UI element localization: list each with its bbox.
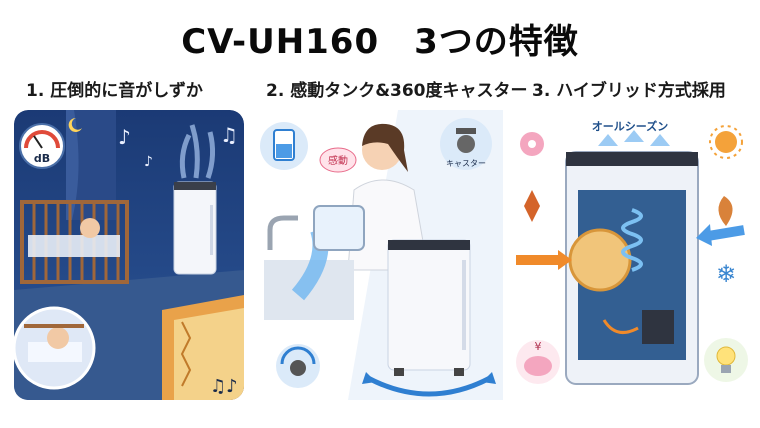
decibel-gauge-icon: dB <box>19 123 65 169</box>
feature-1-label: 1. 圧倒的に音がしずか <box>26 81 203 101</box>
sleeping-baby-inset <box>14 306 96 390</box>
all-season-banner: オールシーズン <box>592 119 668 133</box>
caster-wheel-icon: キャスター <box>440 118 492 170</box>
water-tank-icon <box>260 122 308 170</box>
dehumidifier-unit <box>387 239 471 376</box>
gauge-unit-label: dB <box>34 152 50 165</box>
crib <box>20 200 129 284</box>
autumn-leaf-icon <box>524 190 540 222</box>
snowflake-icon: ❄ <box>716 260 736 288</box>
feature-3-label: 3. ハイブリッド方式採用 <box>532 81 726 101</box>
feature-1-illustration: dB ♪ ♫ ♪ ♫♪ <box>14 110 244 400</box>
piggy-symbol: ¥ <box>535 340 542 353</box>
music-note-icon: ♫♪ <box>210 376 238 397</box>
fallen-leaf-icon <box>718 196 733 226</box>
moon-icon <box>68 117 82 132</box>
music-note-icon: ♪ <box>144 154 153 170</box>
piggy-bank-icon: ¥ <box>516 340 560 384</box>
music-note-icon: ♫ <box>220 123 238 147</box>
insulated-wall <box>162 295 244 400</box>
speech-bubble: 感動 <box>319 147 357 173</box>
light-bulb-icon <box>704 338 748 382</box>
caster-label: キャスター <box>446 159 486 168</box>
dehumidifier-unit <box>173 124 217 275</box>
feature-3-illustration: オールシーズン ❄ <box>512 110 750 400</box>
feature-2-illustration: キャスター 感動 <box>258 110 503 400</box>
feature-2-label: 2. 感動タンク&360度キャスター <box>266 81 528 101</box>
page-title: CV-UH160 3つの特徴 <box>181 22 579 62</box>
music-note-icon: ♪ <box>118 125 131 149</box>
hybrid-unit-cutaway <box>565 151 699 385</box>
rotate-caster-icon <box>276 344 320 388</box>
speech-bubble-text: 感動 <box>328 154 348 167</box>
sun-icon <box>709 125 743 159</box>
cherry-blossom-icon <box>520 132 544 156</box>
